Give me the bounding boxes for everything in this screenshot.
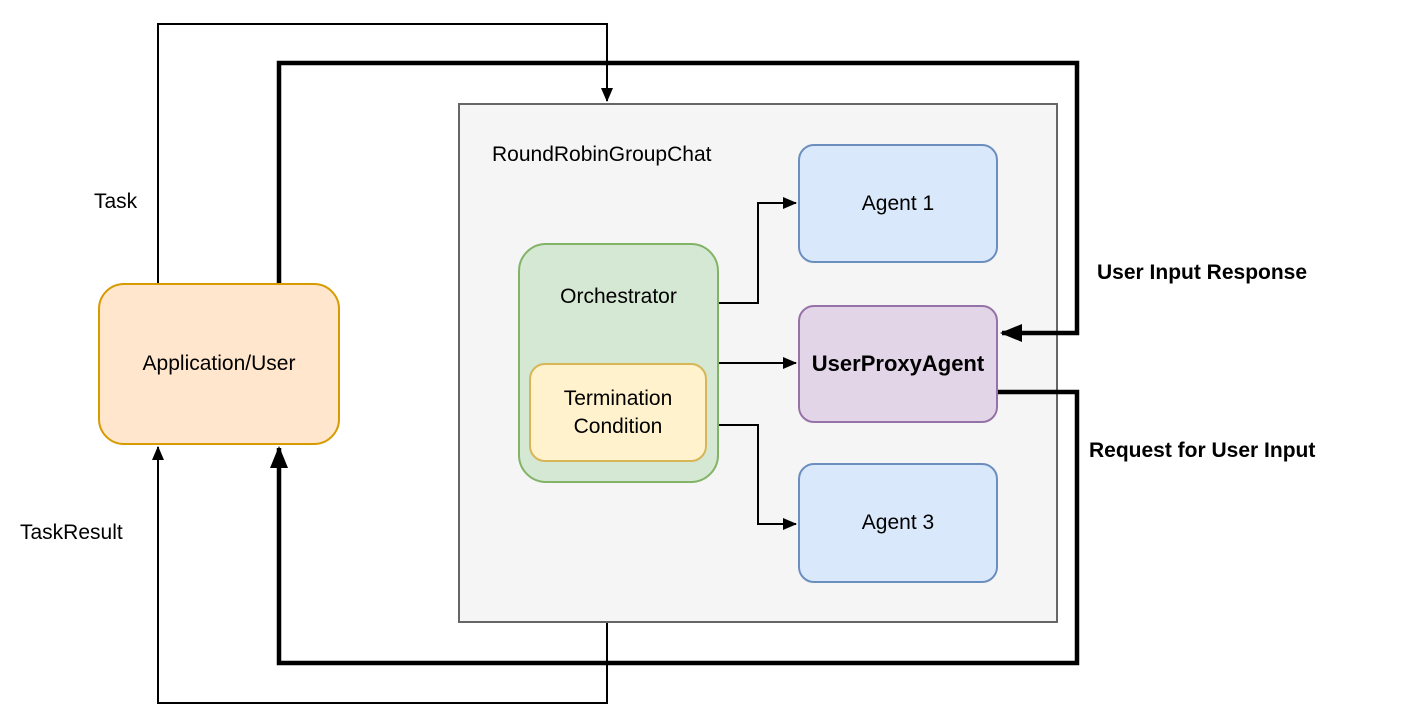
user-input-response-edge-label: User Input Response bbox=[1097, 261, 1308, 284]
request-for-user-input-edge-label: Request for User Input bbox=[1089, 439, 1316, 462]
agent-3-label: Agent 3 bbox=[861, 511, 935, 535]
termination-condition-node: Termination Condition bbox=[529, 363, 707, 462]
orchestrator-label: Orchestrator bbox=[560, 285, 677, 308]
agent-1-node: Agent 1 bbox=[798, 144, 998, 263]
user-proxy-agent-node: UserProxyAgent bbox=[798, 305, 998, 423]
roundrobin-groupchat-title: RoundRobinGroupChat bbox=[492, 143, 712, 166]
user-proxy-agent-label: UserProxyAgent bbox=[811, 350, 985, 376]
agent-3-node: Agent 3 bbox=[798, 463, 998, 583]
termination-condition-label: Termination Condition bbox=[563, 387, 673, 438]
task-edge-label: Task bbox=[94, 190, 138, 213]
application-user-node: Application/User bbox=[98, 283, 340, 445]
agent-1-label: Agent 1 bbox=[861, 191, 935, 215]
application-user-label: Application/User bbox=[142, 352, 296, 376]
task-result-edge-label: TaskResult bbox=[20, 521, 123, 544]
